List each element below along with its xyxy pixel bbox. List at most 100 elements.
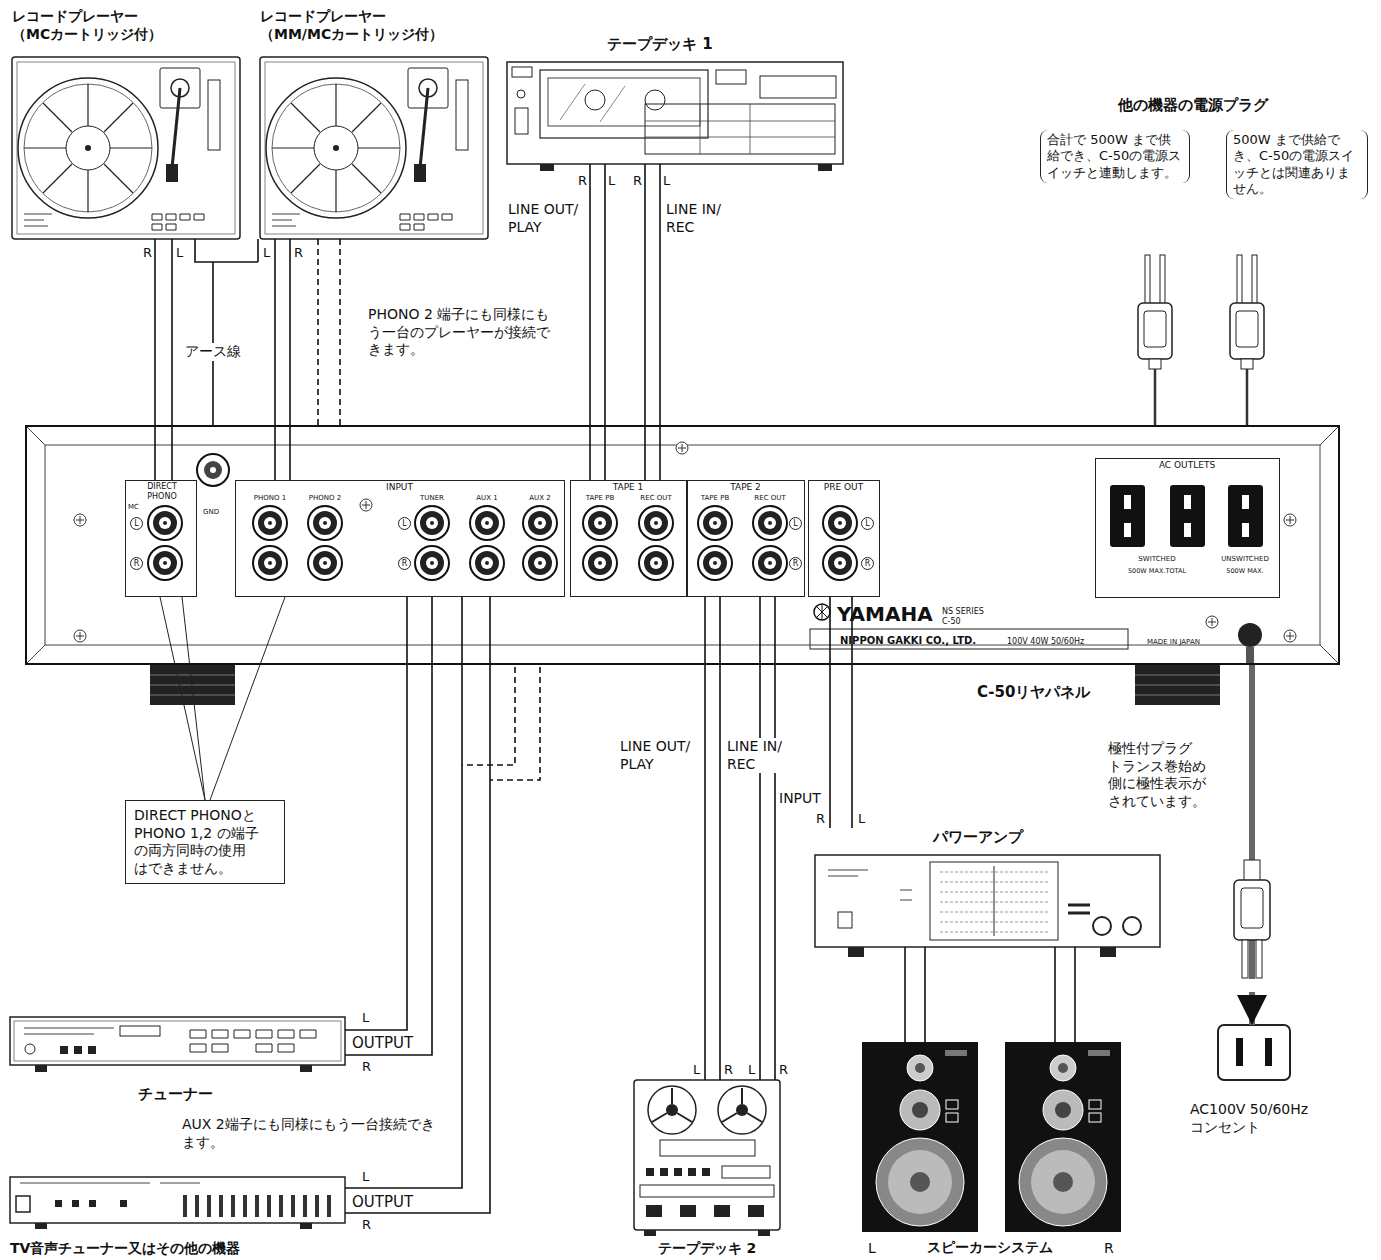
tuner-drawing xyxy=(35,1065,47,1072)
jack-symbol xyxy=(415,546,449,580)
tape-deck-drawing xyxy=(818,164,832,171)
illustration xyxy=(12,57,240,239)
connector-line xyxy=(589,164,591,480)
tv-tuner-drawing xyxy=(35,1223,47,1229)
tuner-drawing xyxy=(10,1017,345,1065)
tv-tuner-drawing xyxy=(10,1177,345,1223)
group-heading: PRE OUT xyxy=(809,482,878,493)
wall-outlet-drawing xyxy=(1218,1025,1290,1080)
reel-deck-drawing xyxy=(722,1166,770,1178)
terminal-label: PHONO 1 xyxy=(250,494,290,503)
channel-mark: L xyxy=(789,517,802,530)
jack-symbol xyxy=(470,546,504,580)
polarized-plug-drawing xyxy=(1241,888,1263,928)
connector-line xyxy=(154,239,156,480)
channel-mark: L xyxy=(398,517,411,530)
maker-label: NIPPON GAKKI CO., LTD. xyxy=(840,635,976,648)
tv-tuner-drawing xyxy=(10,1177,345,1229)
power-amp-drawing xyxy=(1123,917,1141,935)
jack-symbol xyxy=(698,546,732,580)
outlet-symbol xyxy=(1110,485,1145,547)
model-label: NS SERIES C-50 xyxy=(942,607,994,627)
power-plug-drawing xyxy=(1230,255,1264,369)
outlet-symbol xyxy=(1110,485,1263,547)
terminal-label: TAPE PB xyxy=(695,494,735,503)
connector xyxy=(1252,665,1253,1025)
jack-symbol xyxy=(415,506,449,540)
connector xyxy=(160,597,205,800)
tape-deck-drawing xyxy=(548,78,700,126)
wall-outlet-drawing xyxy=(1236,1038,1243,1066)
tuner-drawing xyxy=(120,1026,160,1036)
polarized-plug-drawing xyxy=(1244,860,1260,882)
edge-label: LINE IN/ REC xyxy=(727,738,802,773)
rear-panel-drawing xyxy=(45,445,1320,645)
outlet-label: 500W MAX. xyxy=(1215,567,1275,575)
jack-symbol xyxy=(148,506,182,540)
edge-label: LINE OUT/ PLAY xyxy=(508,201,583,236)
device-label: スピーカーシステム xyxy=(890,1239,1090,1257)
group-heading: TAPE 1 xyxy=(571,482,685,493)
rear-panel-drawing xyxy=(1246,647,1254,665)
power-amp-drawing xyxy=(848,947,864,957)
tuner-drawing xyxy=(25,1044,35,1054)
power-amp-drawing xyxy=(1100,947,1116,957)
tuner-drawing xyxy=(300,1065,312,1072)
edge-label: LINE IN/ REC xyxy=(666,201,741,236)
edge-label: INPUT xyxy=(779,790,821,808)
tape-deck: テープデッキ 1 xyxy=(507,35,843,164)
connector-line xyxy=(345,597,432,1055)
connector xyxy=(590,164,605,480)
record-player: レコードプレーヤー （MCカートリッジ付） xyxy=(10,8,242,239)
channel-label: L xyxy=(263,245,270,261)
channel-label: R xyxy=(1104,1240,1114,1258)
tuner-drawing xyxy=(190,1030,316,1052)
connector-line xyxy=(719,597,721,1080)
connector-line xyxy=(1054,947,1056,1042)
power-amp-drawing xyxy=(1093,917,1111,935)
terminal-label: REC OUT xyxy=(750,494,790,503)
connector-line xyxy=(1249,665,1255,1025)
rear-panel-drawing xyxy=(810,629,1128,649)
tv-tuner: TV音声チューナー又はその他の機器 xyxy=(10,1172,345,1260)
connector xyxy=(210,597,285,800)
device-label: チューナー xyxy=(138,1085,213,1104)
device-label: AC100V 50/60Hz コンセント xyxy=(1190,1101,1320,1136)
tv-tuner-drawing xyxy=(300,1223,312,1229)
terminal-label: TUNER xyxy=(412,494,452,503)
terminal-label: GND xyxy=(203,508,219,517)
screw-symbol xyxy=(1206,616,1218,628)
connector-line xyxy=(289,239,291,480)
edge-label: LINE OUT/ PLAY xyxy=(620,738,695,773)
group-heading: AC OUTLETS xyxy=(1096,460,1278,471)
jack-symbol xyxy=(823,546,857,580)
connector xyxy=(155,239,172,480)
connector-line xyxy=(829,597,831,828)
screw-symbol xyxy=(360,499,372,511)
screw-symbol xyxy=(74,630,86,642)
connector-line xyxy=(774,597,776,1080)
outlet-group: AC OUTLETS xyxy=(1095,458,1280,598)
channel-mark: R xyxy=(861,557,874,570)
tape-deck-drawing xyxy=(517,90,525,98)
tape-deck-drawing xyxy=(645,90,665,110)
speaker-drawing xyxy=(1005,1042,1121,1232)
note-text: AUX 2端子にも同様にもう一台接続できます。 xyxy=(182,1116,444,1151)
channel-label: R xyxy=(362,1217,371,1233)
jack-symbol xyxy=(253,506,287,540)
rear-panel-drawing xyxy=(25,425,1340,665)
channel-mark: L xyxy=(861,517,874,530)
rear-panel-drawing xyxy=(25,425,1340,705)
screw-symbol xyxy=(676,442,688,454)
rear-panel-drawing xyxy=(1135,675,1220,695)
connector-line xyxy=(644,164,646,480)
tv-tuner-drawing xyxy=(20,1183,200,1184)
reel-deck-drawing xyxy=(640,1185,774,1197)
note-text: 500W まで供給でき、C-50の電源スイッチとは関連ありません。 xyxy=(1226,130,1368,199)
rear-panel-drawing xyxy=(197,454,229,486)
device-label: TV音声チューナー又はその他の機器 xyxy=(10,1240,240,1258)
connector xyxy=(760,597,775,1080)
jack-symbol xyxy=(753,506,787,540)
tape-deck-drawing xyxy=(507,62,843,164)
